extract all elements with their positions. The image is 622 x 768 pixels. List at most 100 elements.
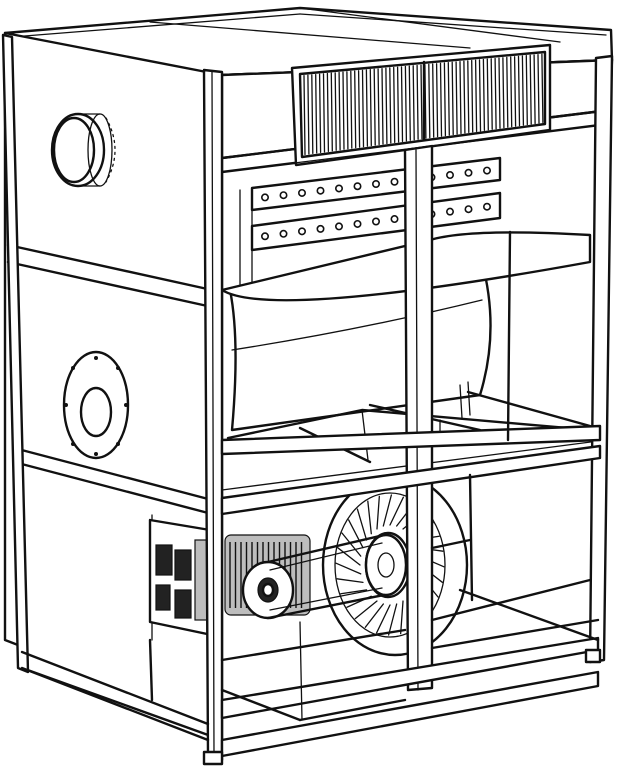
grille-slat — [428, 63, 431, 139]
grille-slat — [455, 61, 458, 135]
rail-hole — [316, 186, 325, 195]
grille-slat — [404, 65, 408, 142]
fan-blade — [367, 500, 372, 535]
fan-blade — [382, 494, 393, 527]
rail-hole — [279, 229, 288, 238]
grille-slat — [396, 66, 400, 143]
grille-slat — [541, 53, 544, 124]
fan-blade — [335, 562, 362, 575]
grille-slat — [350, 70, 353, 149]
grille-slat — [326, 72, 330, 152]
grille-slat — [315, 73, 318, 154]
grille-slat — [537, 53, 540, 124]
fan-blade — [375, 604, 391, 634]
grille-slat — [517, 55, 521, 127]
rail-hole — [464, 205, 473, 214]
grille-slat — [408, 65, 411, 141]
grille-slat — [432, 63, 435, 138]
grille-slat — [510, 56, 513, 128]
grille-slat — [322, 73, 326, 153]
rail-hole — [334, 222, 343, 231]
grille-slat — [529, 54, 532, 125]
grille-slat — [490, 58, 493, 130]
grille-slat — [303, 74, 306, 156]
rail-hole — [297, 227, 306, 236]
grille-slat — [385, 67, 388, 145]
grille-slat — [443, 62, 447, 137]
burner-flange — [62, 350, 130, 460]
fan-blade — [354, 600, 378, 620]
grille-slat — [478, 59, 482, 132]
grille-slat — [513, 56, 517, 127]
grille-slat — [318, 73, 322, 154]
rail-hole — [371, 180, 380, 189]
fan-blade — [356, 508, 368, 541]
grille-slat — [451, 61, 454, 136]
grille-slat — [361, 69, 365, 148]
grille-slat — [498, 57, 501, 129]
rail-hole — [482, 202, 491, 211]
grille-slat — [521, 55, 525, 126]
grille-slat — [486, 58, 489, 131]
grille-slat — [393, 66, 396, 144]
fan-blade — [348, 519, 364, 549]
rail-hole — [390, 177, 399, 186]
control-box — [148, 518, 214, 637]
grille-slat — [357, 70, 361, 148]
fan-blade — [341, 532, 362, 557]
cabinet-frame — [1, 33, 614, 766]
grille-slat — [502, 57, 505, 129]
grille-slat — [459, 60, 462, 135]
fan-blade — [336, 578, 364, 584]
rail-hole — [260, 193, 269, 202]
grille-slat — [482, 58, 486, 131]
grille-slat — [474, 59, 478, 132]
grille-slat — [369, 69, 372, 147]
grille-slat — [447, 62, 450, 136]
fan-blade — [387, 603, 398, 636]
grille-slat — [506, 56, 509, 128]
rail-hole — [334, 184, 343, 193]
rail-hole — [390, 215, 399, 224]
fan-blade — [337, 547, 361, 566]
grille-slat — [467, 60, 470, 134]
grille-slat — [330, 72, 333, 152]
rail-hole — [371, 217, 380, 226]
grille-slat — [307, 74, 310, 155]
grille-slat — [346, 71, 349, 150]
fan-blade — [389, 496, 405, 526]
fan-blade — [364, 603, 384, 628]
grille-slat — [377, 68, 380, 146]
grille-slat — [342, 71, 345, 150]
grille-slat — [471, 59, 474, 133]
fan-blade — [376, 495, 380, 530]
grille-slat — [334, 72, 337, 151]
rail-hole — [260, 232, 269, 241]
grille-slat — [373, 68, 376, 146]
rail-hole — [353, 219, 362, 228]
grille-slat — [420, 64, 423, 140]
grille-slat — [400, 66, 404, 142]
grille-slat — [381, 67, 384, 145]
grille-slat — [412, 65, 415, 141]
rail-hole — [482, 166, 491, 175]
fan-blade — [340, 589, 368, 595]
grille-slat — [338, 71, 341, 151]
grille-slat — [311, 74, 314, 155]
grille-slat — [416, 64, 419, 140]
belt-drive — [266, 533, 408, 620]
rail-hole — [464, 168, 473, 177]
blower-motor — [224, 534, 311, 620]
round-duct-collar — [50, 112, 116, 188]
rail-hole — [316, 224, 325, 233]
grille-slat — [435, 63, 439, 138]
rail-hole — [297, 188, 306, 197]
grille-slat — [533, 54, 536, 125]
grille-slat — [494, 57, 497, 130]
grille-slat — [525, 55, 528, 126]
grille-slat — [354, 70, 357, 149]
rail-hole — [279, 191, 288, 200]
rail-hole — [353, 182, 362, 191]
grille-slat — [439, 62, 443, 137]
